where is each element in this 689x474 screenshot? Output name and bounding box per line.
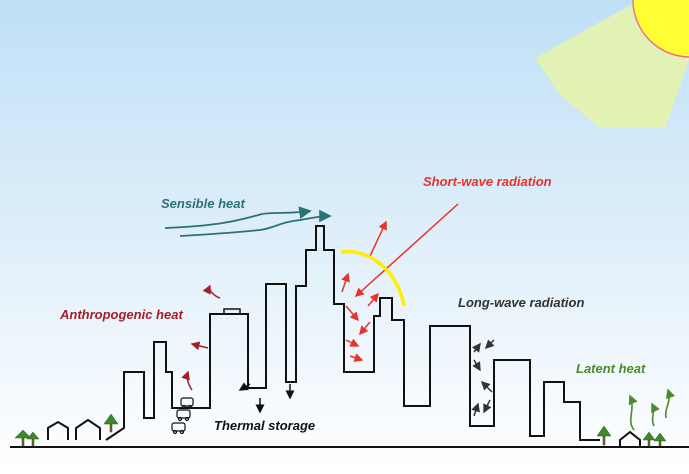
short-wave-arrows: [341, 203, 459, 362]
sun: [535, 0, 689, 128]
tree-icon: [596, 425, 612, 446]
rooftop-unit: [223, 308, 241, 315]
albedo-arc: [340, 249, 406, 307]
house-left-2: [75, 418, 101, 440]
tree-icon: [642, 431, 656, 447]
label-anthropogenic-heat: Anthropogenic heat: [60, 307, 183, 322]
latent-heat-arrows: [628, 388, 676, 431]
tree-icon: [14, 429, 32, 447]
city-skyline: [105, 225, 600, 441]
label-thermal-storage: Thermal storage: [214, 418, 316, 433]
label-long-wave-radiation: Long-wave radiation: [458, 295, 585, 310]
sun-disc: [632, 0, 689, 58]
thermal-storage-arrows: [238, 382, 295, 414]
anthropogenic-heat-arrows: [181, 284, 221, 391]
car-icon: [176, 409, 191, 422]
tree-icon: [103, 413, 119, 433]
car-icon: [171, 422, 186, 435]
house-right-1: [619, 430, 641, 446]
long-wave-arrows: [471, 339, 495, 417]
tree-icon: [26, 431, 40, 447]
label-sensible-heat: Sensible heat: [161, 196, 245, 211]
car-icon: [180, 397, 194, 410]
label-short-wave-radiation: Short-wave radiation: [423, 174, 552, 189]
label-latent-heat: Latent heat: [576, 361, 646, 376]
house-left-1: [47, 420, 69, 440]
trees: [14, 413, 667, 447]
sensible-heat-arrows: [164, 206, 332, 237]
cars: [171, 397, 194, 435]
tree-icon: [653, 432, 667, 447]
